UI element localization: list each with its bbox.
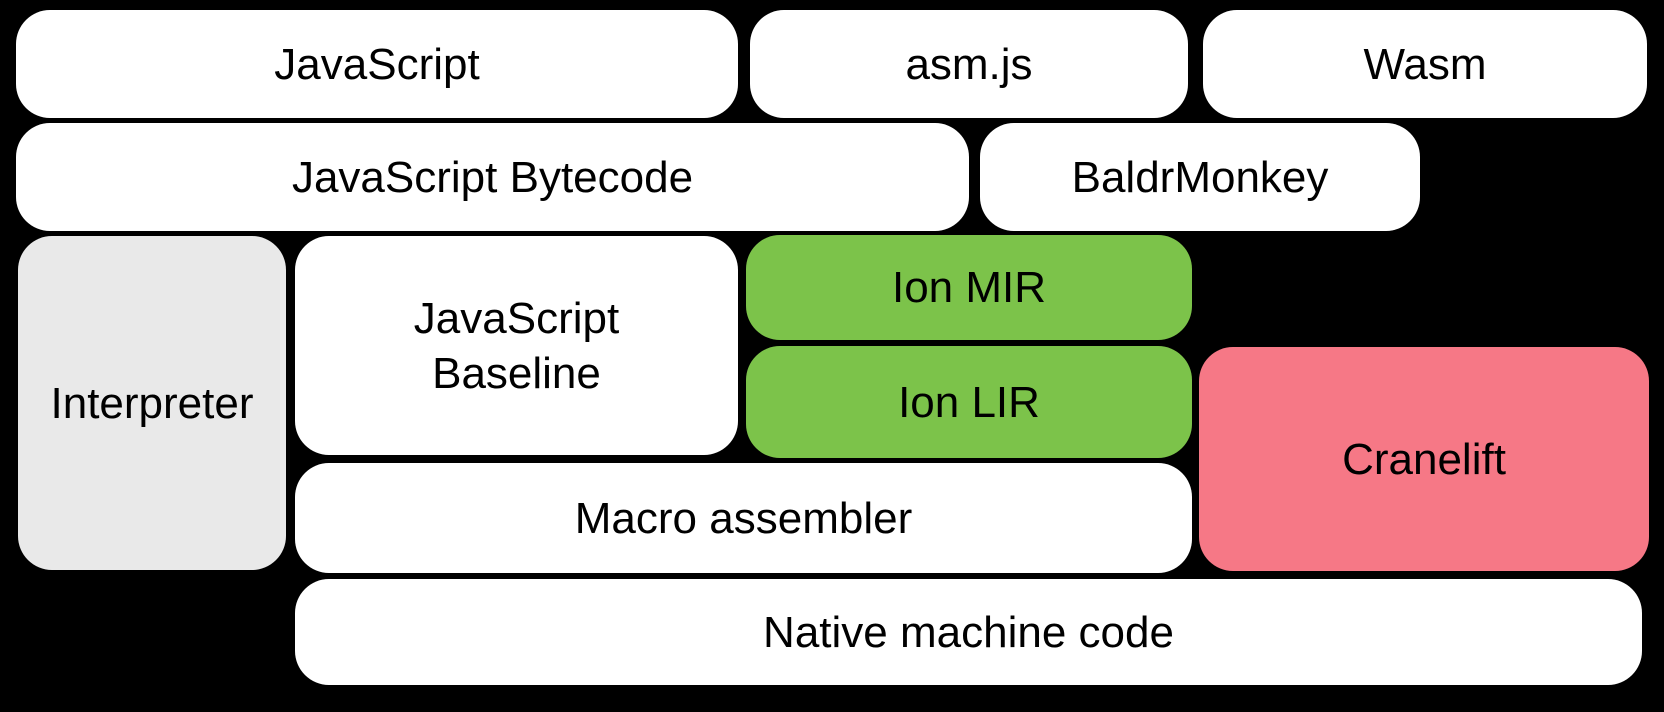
node-ion-lir: Ion LIR xyxy=(746,346,1192,458)
node-wasm: Wasm xyxy=(1203,10,1647,118)
node-asmjs: asm.js xyxy=(750,10,1188,118)
node-macro-assembler: Macro assembler xyxy=(295,463,1192,573)
node-javascript-baseline: JavaScript Baseline xyxy=(295,236,738,455)
node-interpreter: Interpreter xyxy=(18,236,286,570)
node-ion-mir: Ion MIR xyxy=(746,235,1192,340)
node-native-machine-code: Native machine code xyxy=(295,579,1642,685)
node-cranelift: Cranelift xyxy=(1199,347,1649,571)
node-javascript-bytecode: JavaScript Bytecode xyxy=(16,123,969,231)
node-javascript: JavaScript xyxy=(16,10,738,118)
node-baldrmonkey: BaldrMonkey xyxy=(980,123,1420,231)
